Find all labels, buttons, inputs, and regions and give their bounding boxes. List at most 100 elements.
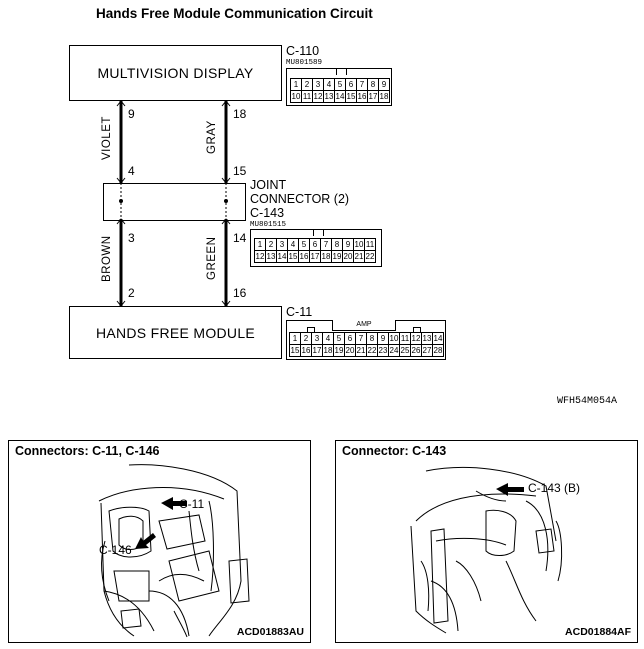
vehicle-dash-illustration [410,467,563,634]
connector-pin: 17 [368,91,379,103]
connector-pin: 6 [346,79,357,91]
connector-pin: 4 [324,79,335,91]
connector-pin: 8 [332,239,343,251]
connector-pin: 1 [255,239,266,251]
joint-connector-label-2: CONNECTOR (2) [250,192,350,206]
pin-label: 3 [128,231,135,245]
connector-pin: 11 [400,333,411,345]
connector-pin: 16 [301,345,312,357]
hands-free-module-label: HANDS FREE MODULE [95,324,256,341]
connector-pin: 2 [266,239,277,251]
connector-pin: 17 [310,251,321,263]
callout-c146: C-146 [99,543,132,557]
connector-pin: 10 [389,333,400,345]
connector-pin: 9 [343,239,354,251]
wire-color-gray: GRAY [206,120,218,154]
connector-pin: 7 [357,79,368,91]
hands-free-module-box: HANDS FREE MODULE [69,306,282,359]
connector-pin: 19 [334,345,345,357]
pin-label: 2 [128,286,135,300]
connector-pin: 24 [389,345,400,357]
connector-pin: 12 [313,91,324,103]
panel-code: ACD01883AU [236,626,304,638]
pin-label: 18 [233,107,247,121]
connector-key [313,229,324,236]
vehicle-dash-illustration [98,464,250,638]
connector-pin: 17 [312,345,323,357]
connector-pin: 16 [299,251,310,263]
pin-label: 14 [233,231,247,245]
pin-label: 15 [233,164,247,178]
panel-code: ACD01884AF [565,626,631,638]
connector-pin: 21 [354,251,365,263]
connector-pin: 22 [367,345,378,357]
connector-pin: 14 [433,333,444,345]
connector-pin: 13 [324,91,335,103]
connector-pin: 7 [356,333,367,345]
multivision-display-box: MULTIVISION DISPLAY [69,45,282,101]
callout-c143: C-143 (B) [528,481,581,495]
connector-pin: 20 [343,251,354,263]
connector-pin: 18 [321,251,332,263]
connector-pin: 16 [357,91,368,103]
connector-key [336,68,347,75]
multivision-display-label: MULTIVISION DISPLAY [97,65,254,81]
connector-pin: 18 [323,345,334,357]
connector-pin: 25 [400,345,411,357]
connector-pin: 15 [288,251,299,263]
wire-color-green: GREEN [206,236,218,280]
connector-pin: 7 [321,239,332,251]
connector-pin: 5 [334,333,345,345]
connector-pin: 10 [354,239,365,251]
connector-pin: 9 [378,333,389,345]
connector-pin: 22 [365,251,376,263]
connector-pin: 14 [277,251,288,263]
connector-pin: 3 [277,239,288,251]
pin-label: 4 [128,164,135,178]
connector-pin: 15 [290,345,301,357]
connector-pin: 4 [288,239,299,251]
connector-pin: 12 [255,251,266,263]
connector-pin: 3 [312,333,323,345]
connector-pin: 6 [345,333,356,345]
connector-c110-part: MU801589 [286,59,323,67]
connector-pin: 15 [346,91,357,103]
wire-color-violet: VIOLET [101,116,113,160]
connector-c143-part: MU801515 [250,221,287,229]
connector-pin: 3 [313,79,324,91]
joint-dot-right [224,199,228,203]
connector-pin: 13 [266,251,277,263]
diagram-title: Hands Free Module Communication Circuit [96,6,373,21]
connector-pin: 26 [411,345,422,357]
connector-pin: 2 [302,79,313,91]
joint-connector-box [103,183,246,221]
connector-pin: 27 [422,345,433,357]
connector-pin: 5 [299,239,310,251]
connector-pin: 18 [379,91,390,103]
figure-code: WFH54M054A [557,396,618,407]
connector-pin: 28 [433,345,444,357]
connector-pin: 11 [365,239,376,251]
connector-pin: 4 [323,333,334,345]
wiring-lines [116,100,231,307]
connector-pin: 13 [422,333,433,345]
panel-title: Connectors: C-11, C-146 [15,444,160,458]
connector-pin: 20 [345,345,356,357]
connector-pin: 5 [335,79,346,91]
connector-pin: 6 [310,239,321,251]
panel-title: Connector: C-143 [342,444,447,458]
connector-pin: 11 [302,91,313,103]
connector-pin: 12 [411,333,422,345]
pin-label: 16 [233,286,247,300]
connector-pin: 1 [290,333,301,345]
callout-c11: C-11 [179,497,205,511]
connector-c11-name: C-11 [286,305,313,319]
connector-pin: 1 [291,79,302,91]
connector-pin: 8 [367,333,378,345]
connector-c143-name: C-143 [250,206,285,220]
connector-pin: 2 [301,333,312,345]
